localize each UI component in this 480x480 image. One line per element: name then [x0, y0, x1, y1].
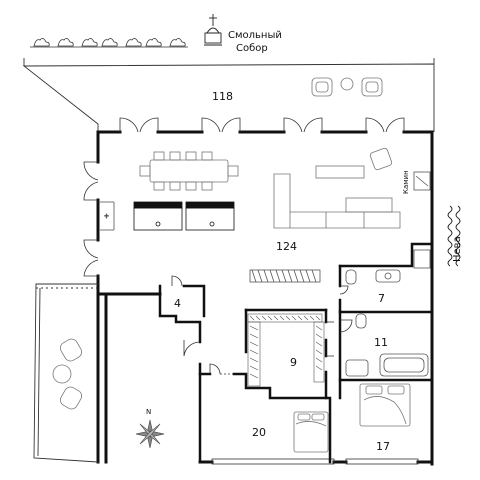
room-label-7: 7: [378, 292, 385, 305]
bench: [249, 269, 321, 283]
wardrobe-shelves: [247, 313, 325, 387]
interior-walls: [158, 242, 434, 464]
room-label-11: 11: [374, 336, 388, 349]
bathroom-7-fixtures: [345, 249, 431, 285]
bed-17: [359, 383, 411, 427]
svg-text:+: +: [104, 213, 109, 220]
cathedral-icon: [204, 14, 222, 46]
kitchen-island: [133, 201, 235, 231]
fireplace: [413, 171, 431, 191]
balcony-chairs: [52, 338, 82, 410]
dining-table: [139, 151, 239, 191]
room-label-terrace: 118: [212, 90, 233, 103]
interior-doors: [171, 275, 353, 375]
kitchen-wall-units: +: [100, 201, 115, 231]
fireplace-label: Камин: [402, 170, 410, 194]
terrace-outline: [22, 58, 435, 132]
exterior-walls: [96, 130, 434, 466]
compass-icon: [135, 419, 165, 449]
room-label-20: 20: [252, 426, 266, 439]
bottom-windows: [211, 458, 419, 465]
landmark-label-line1: Смольный: [228, 30, 282, 41]
room-label-living: 124: [276, 240, 297, 253]
river-label: Нева: [452, 236, 463, 262]
room-label-17: 17: [376, 440, 390, 453]
terrace-chairs: [311, 77, 383, 97]
landmark-label-line2: Собор: [236, 43, 268, 54]
left-balcony: [33, 283, 99, 463]
river-waves: [447, 205, 461, 267]
sofa: [273, 147, 401, 229]
french-doors-top: [119, 117, 405, 133]
room-label-9: 9: [290, 356, 297, 369]
compass-north-label: N: [146, 408, 151, 416]
bed-20: [293, 411, 329, 453]
room-label-4: 4: [174, 297, 181, 310]
bathroom-11-fixtures: [345, 313, 429, 377]
trees-decoration: [30, 38, 188, 48]
french-doors-left: [83, 161, 99, 277]
